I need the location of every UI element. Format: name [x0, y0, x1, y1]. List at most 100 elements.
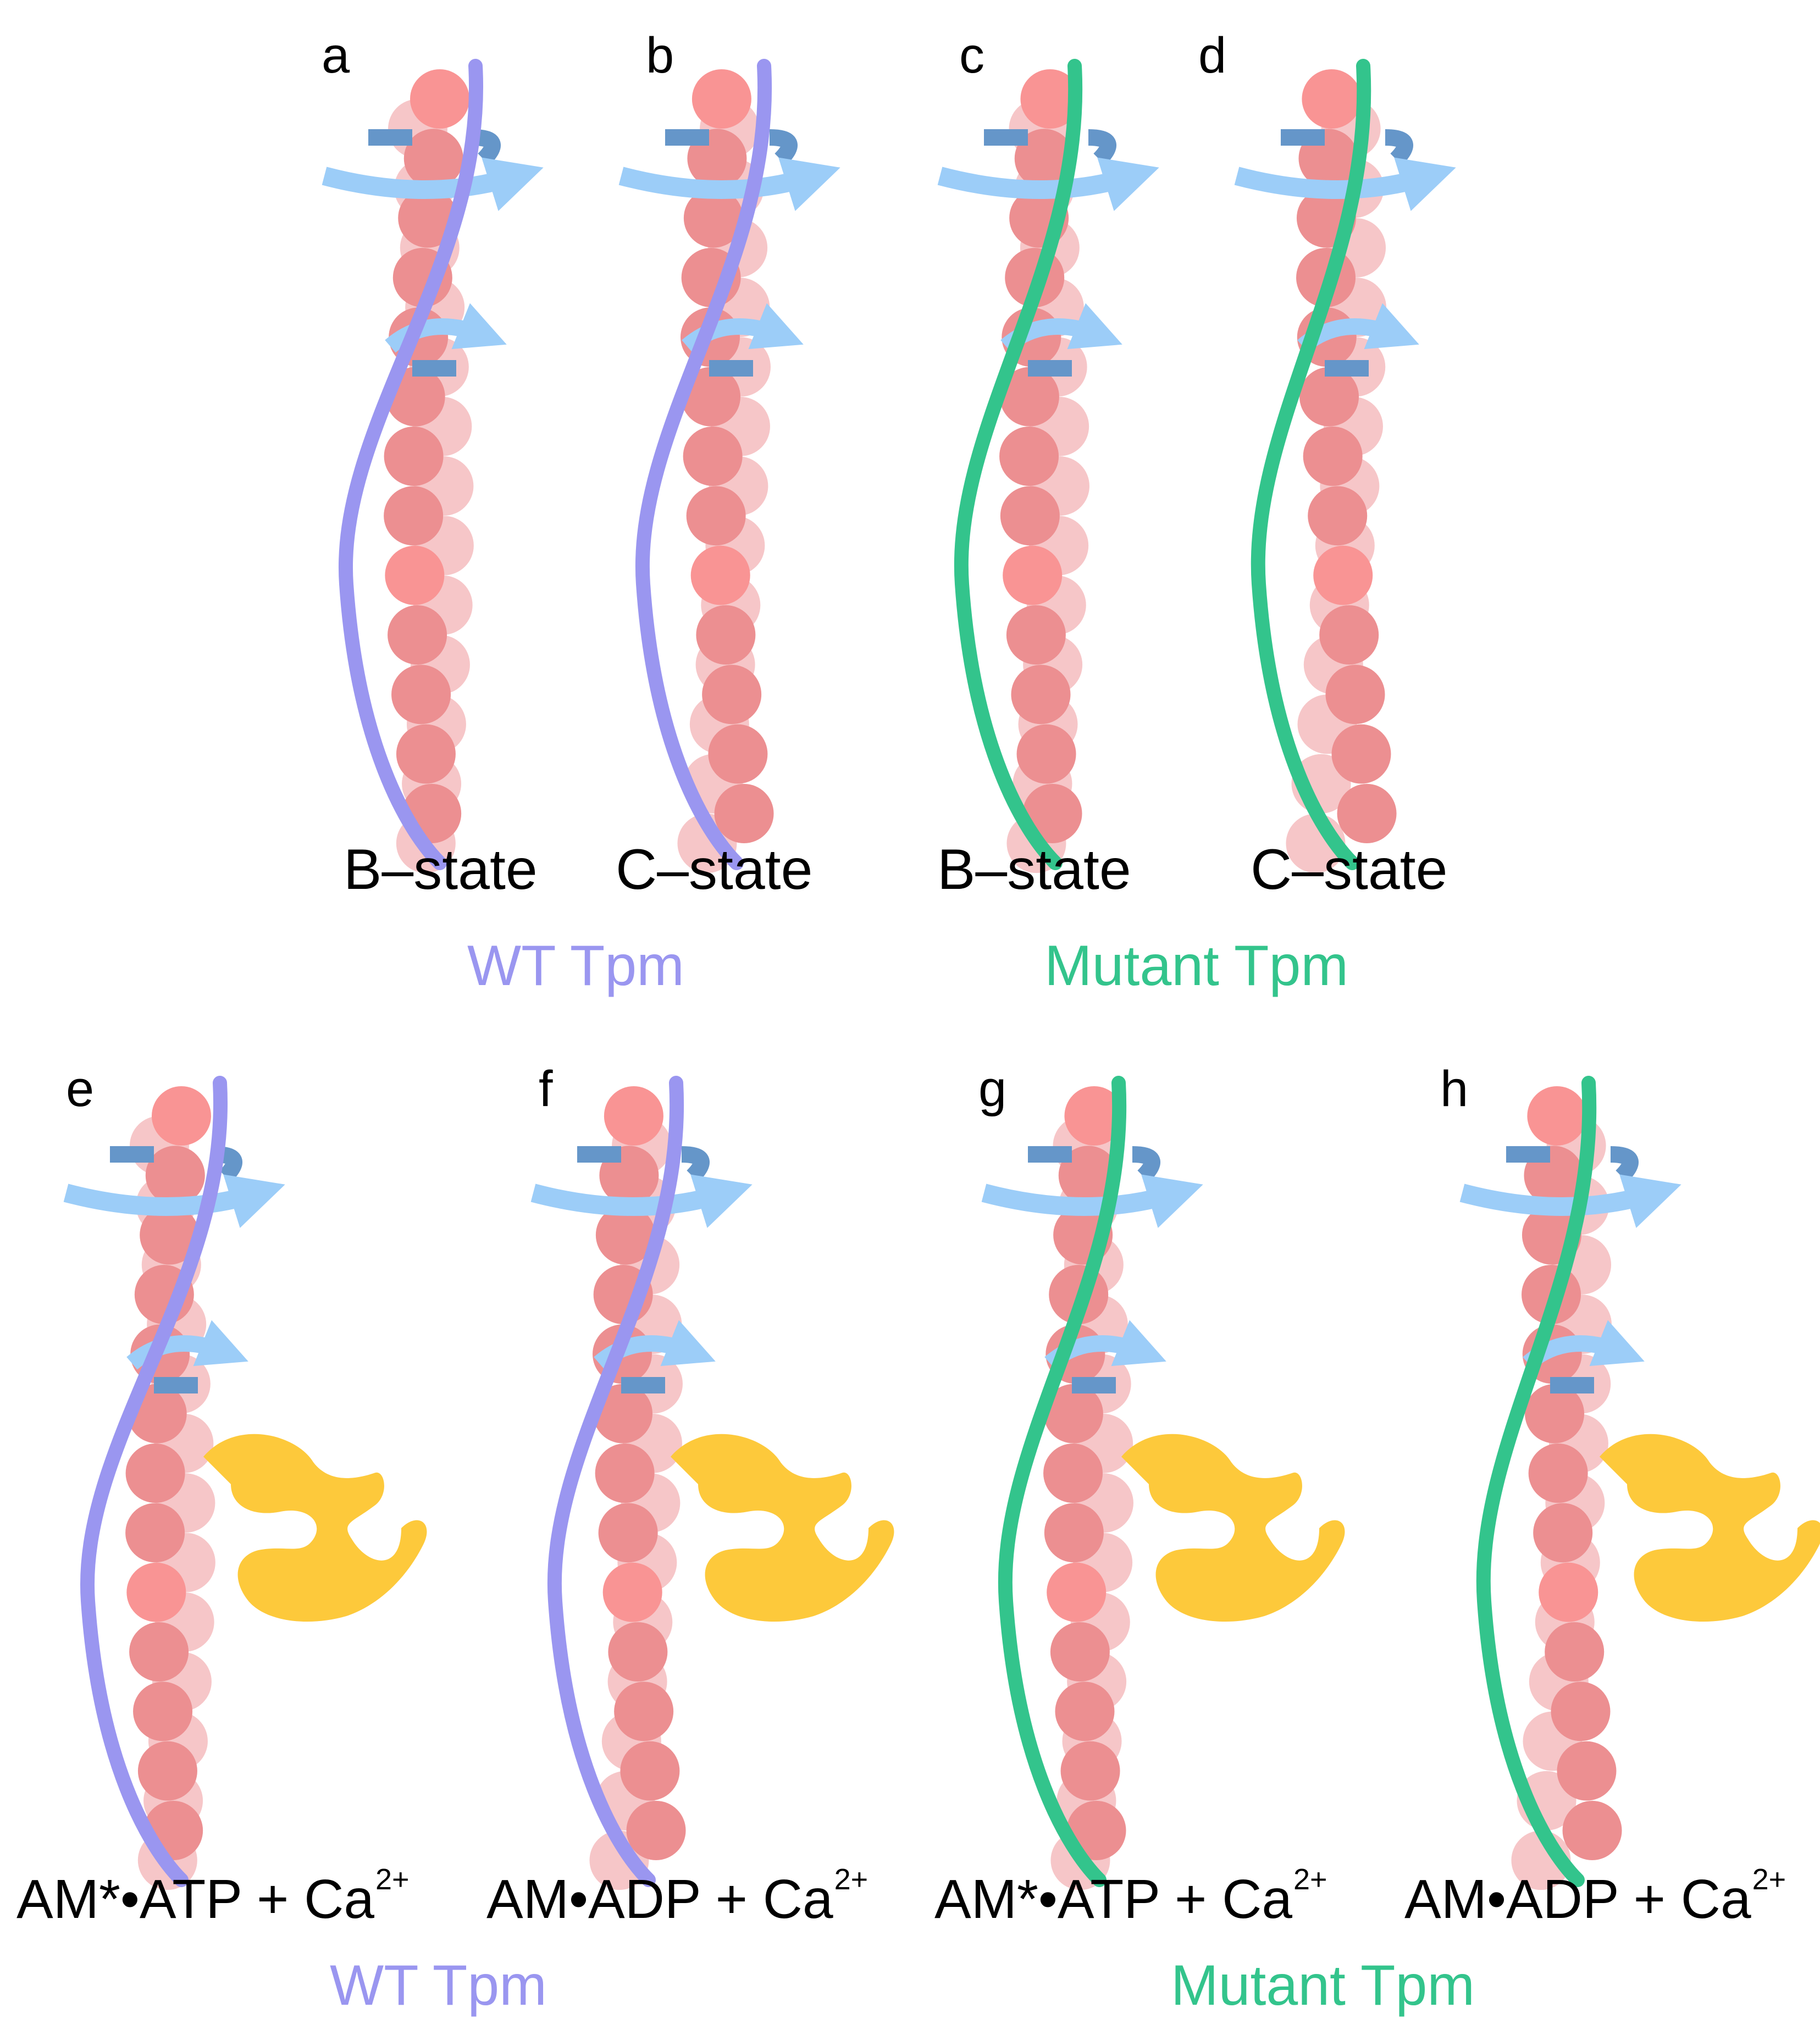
actin-subunit [398, 188, 458, 248]
rotation-arrow-back [1385, 129, 1413, 165]
actin-subunit [1303, 427, 1363, 486]
condition-text-h: AM•ADP + Ca [1404, 1868, 1751, 1930]
panel-label-b: b [646, 27, 674, 84]
actin-subunit [384, 486, 444, 546]
rotation-arrow-back [681, 1146, 710, 1182]
actin-subunit [614, 1682, 674, 1741]
rotation-arrow-back [1088, 129, 1116, 165]
actin-subunit [140, 1205, 200, 1265]
actin-subunit [1000, 486, 1060, 546]
actin-subunit [608, 1622, 668, 1682]
mutant-tropomyosin-strand [998, 1076, 1127, 1887]
actin-subunit [410, 69, 469, 129]
actin-subunit [683, 188, 743, 248]
wt-tropomyosin-strand [338, 59, 484, 870]
panel-e [63, 1076, 427, 1890]
condition-sup-g: 2+ [1293, 1863, 1327, 1896]
actin-subunit [595, 1444, 655, 1503]
state-label-d: C–state [1251, 838, 1448, 902]
panel-g [981, 1076, 1345, 1890]
actin-subunit [999, 367, 1059, 427]
group-label-wt-top: WT Tpm [467, 934, 684, 998]
rotation-arrow-back [1132, 1146, 1160, 1182]
actin-subunit [1050, 1622, 1110, 1682]
myosin-head [1121, 1434, 1345, 1622]
wt-tropomyosin-strand [547, 1076, 684, 1887]
actin-subunit [696, 605, 756, 665]
actin-subunit [388, 605, 447, 665]
actin-subunit [1302, 69, 1362, 129]
panel-f [530, 1076, 894, 1890]
rotation-arrow-large [1459, 1174, 1681, 1228]
actin-subunit [595, 1205, 655, 1265]
rotation-arrow-small [126, 1320, 248, 1370]
mutant-tropomyosin-strand [1476, 1076, 1597, 1887]
actin-subunit [1014, 129, 1074, 189]
rotation-arrows [322, 129, 544, 377]
actin-subunit [702, 665, 762, 725]
actin-subunit [999, 427, 1059, 486]
actin-subunit [1325, 665, 1385, 725]
group-label-mutant-bottom: Mutant Tpm [1171, 1954, 1475, 2017]
condition-sup-f: 2+ [834, 1863, 868, 1896]
group-label-wt-bottom: WT Tpm [330, 1954, 547, 2017]
state-label-c: B–state [937, 838, 1131, 902]
actin-subunit [1043, 1384, 1103, 1444]
panel-b [618, 59, 840, 873]
actin-subunit [1011, 665, 1071, 725]
actin-subunit [137, 1741, 197, 1801]
actin-subunit [1331, 724, 1391, 784]
actin-subunit [1064, 1086, 1124, 1146]
actin-subunit [602, 1562, 662, 1622]
state-label-a: B–state [344, 838, 538, 902]
actin-subunit [1060, 1741, 1120, 1801]
actin-subunit [133, 1682, 193, 1741]
actin-subunit [1319, 605, 1379, 665]
rotation-arrow-large [618, 157, 840, 211]
actin-subunit [1533, 1503, 1593, 1563]
actin-subunit [125, 1444, 185, 1503]
actin-subunit [686, 486, 746, 546]
actin-subunit [152, 1086, 211, 1146]
myosin-head [1600, 1434, 1820, 1622]
panel-label-e: e [66, 1061, 95, 1117]
actin-subunit [626, 1801, 686, 1860]
actin-subunit [1299, 367, 1359, 427]
rotation-arrows [530, 1146, 753, 1393]
panel-d [1234, 59, 1456, 873]
actin-subunit [598, 1503, 658, 1563]
actin-subunit [1016, 724, 1076, 784]
actin-subunit [385, 545, 445, 605]
myosin-head [671, 1434, 894, 1622]
actin-subunit [1337, 784, 1397, 843]
actin-subunit [1043, 1444, 1103, 1503]
actin-subunit [593, 1384, 653, 1444]
actin-subunit [1527, 1086, 1587, 1146]
actin-subunit [1003, 545, 1063, 605]
condition-label-e: AM*•ATP + Ca2+ [16, 1865, 410, 1927]
actin-subunit [708, 724, 768, 784]
rotation-arrow-back [769, 129, 798, 165]
actin-subunit [129, 1622, 189, 1682]
panel-label-d: d [1198, 27, 1227, 84]
condition-sup-e: 2+ [375, 1863, 410, 1896]
actin-subunit [1557, 1741, 1617, 1801]
actin-subunit [1020, 69, 1080, 129]
rotation-arrow-large [981, 1174, 1203, 1228]
actin-strand-dark [999, 69, 1082, 843]
state-label-b: C–state [616, 838, 813, 902]
rotation-arrow-back [1610, 1146, 1639, 1182]
rotation-arrow-large [530, 1174, 753, 1228]
wt-tropomyosin-strand [635, 59, 772, 870]
actin-subunit [681, 367, 741, 427]
actin-subunit [391, 665, 451, 725]
actin-subunit [1528, 1444, 1588, 1503]
actin-subunit [1022, 784, 1082, 843]
actin-strand-dark [1522, 1086, 1622, 1860]
panel-label-g: g [978, 1061, 1007, 1117]
condition-sup-h: 2+ [1752, 1863, 1786, 1896]
rotation-arrow-small [385, 303, 507, 353]
actin-subunit [1066, 1801, 1126, 1860]
mutant-tropomyosin-strand [1251, 59, 1371, 870]
